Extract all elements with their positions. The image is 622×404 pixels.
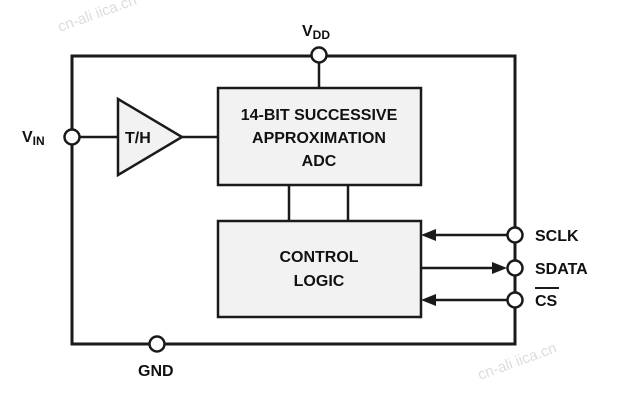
adc-block: [216, 86, 423, 187]
sdata-arrow-head: [492, 262, 507, 274]
vdd-label: VDD: [302, 23, 330, 42]
control-label-line-2: LOGIC: [294, 273, 345, 290]
sclk-label: SCLK: [535, 228, 579, 245]
vin-label: VIN: [22, 129, 45, 148]
sclk-arrow-head: [421, 229, 436, 241]
track-hold-amplifier: [116, 96, 185, 178]
gnd-label: GND: [138, 363, 174, 380]
adc-label-line-3: ADC: [302, 153, 337, 170]
chip-outline: [70, 54, 517, 346]
adc-label-line-2: APPROXIMATION: [252, 130, 386, 147]
adc-label-line-1: 14-BIT SUCCESSIVE: [241, 107, 398, 124]
control-label-line-1: CONTROL: [279, 249, 358, 266]
sdata-label: SDATA: [535, 261, 588, 278]
watermark-top: cn-ali iica.cn: [56, 0, 139, 36]
cs-arrow-head: [421, 294, 436, 306]
control-logic-block: [216, 219, 423, 319]
cs-label: CS: [535, 293, 558, 310]
gnd-pin: [148, 335, 166, 353]
vin-pin: [63, 128, 81, 146]
watermark-bottom: cn-ali iica.cn: [476, 340, 559, 384]
sclk-pin: [506, 226, 524, 244]
sdata-pin: [506, 259, 524, 277]
vdd-pin: [310, 46, 328, 64]
track-hold-label: T/H: [125, 130, 151, 147]
cs-pin: [506, 291, 524, 309]
